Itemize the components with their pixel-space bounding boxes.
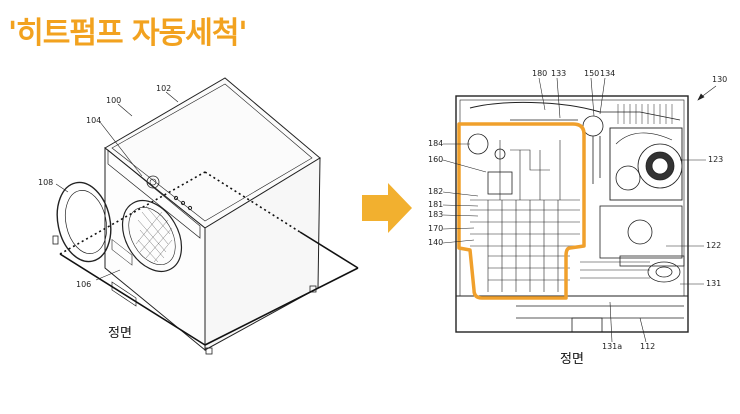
label-102: 102	[156, 84, 172, 93]
label-123: 123	[708, 155, 724, 164]
label-182: 182	[428, 187, 444, 196]
label-106: 106	[76, 280, 92, 289]
label-180: 180	[532, 69, 548, 78]
heat-pump-highlight-outline	[457, 122, 586, 300]
right-arrow-icon	[362, 183, 412, 233]
label-140: 140	[428, 238, 444, 247]
label-130: 130	[712, 75, 728, 84]
internal-dotted-outline	[59, 171, 301, 255]
label-100: 100	[106, 96, 122, 105]
label-170: 170	[428, 224, 444, 233]
label-108: 108	[38, 178, 54, 187]
right-leader-lines	[442, 77, 717, 343]
left-leader-lines	[55, 91, 179, 281]
front-caption-left: 정면	[108, 326, 132, 341]
label-122: 122	[706, 241, 722, 250]
label-131a: 131a	[602, 342, 623, 351]
front-caption-right: 정면	[560, 352, 584, 367]
label-131: 131	[706, 279, 722, 288]
label-112: 112	[640, 342, 656, 351]
label-184: 184	[428, 139, 444, 148]
label-181: 181	[428, 200, 444, 209]
cross-section-drawing	[455, 95, 689, 333]
label-104: 104	[86, 116, 102, 125]
washing-machine-drawing	[52, 77, 321, 355]
label-160: 160	[428, 155, 444, 164]
internal-solid-outline	[59, 231, 359, 346]
label-134: 134	[600, 69, 616, 78]
label-183: 183	[428, 210, 444, 219]
page-title: '히트펌프 자동세척'	[8, 16, 248, 51]
label-150: 150	[584, 69, 600, 78]
label-133: 133	[551, 69, 567, 78]
